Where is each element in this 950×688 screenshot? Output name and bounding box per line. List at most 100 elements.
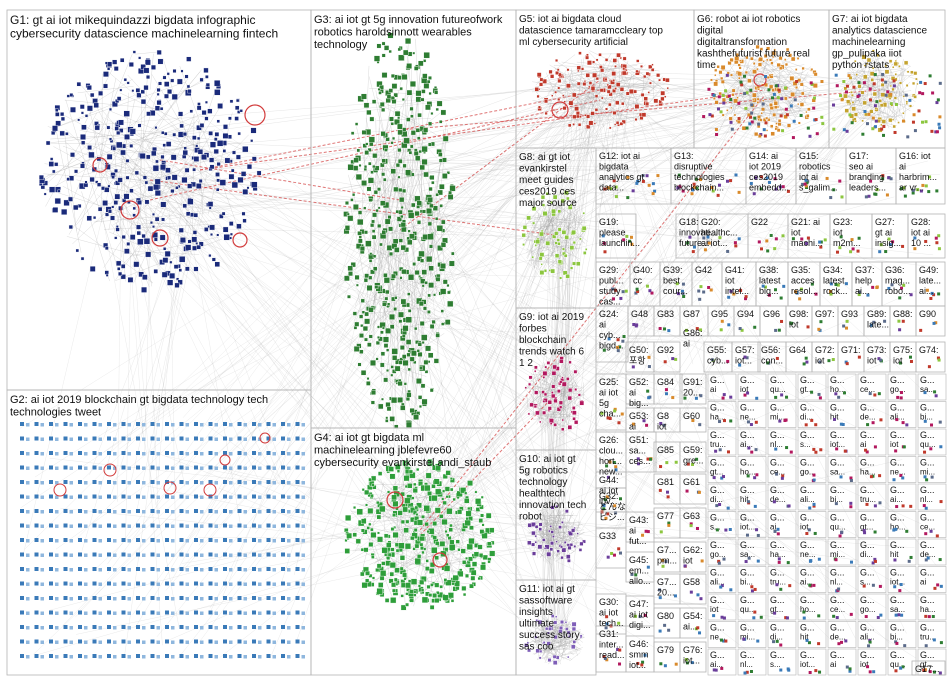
node bbox=[390, 373, 394, 377]
edge bbox=[49, 458, 415, 500]
group-label: gt... bbox=[860, 523, 873, 532]
node bbox=[287, 437, 291, 441]
edge bbox=[150, 53, 154, 90]
node bbox=[801, 66, 805, 70]
node bbox=[252, 422, 256, 426]
node bbox=[121, 436, 126, 441]
node bbox=[422, 127, 429, 133]
node bbox=[430, 111, 434, 115]
node bbox=[403, 577, 407, 581]
edge bbox=[548, 621, 550, 626]
small-group-cell: G...iot... bbox=[827, 428, 857, 456]
edge bbox=[129, 236, 219, 257]
edge bbox=[548, 230, 587, 268]
node bbox=[179, 123, 184, 129]
node bbox=[555, 615, 558, 618]
node bbox=[733, 98, 738, 104]
node bbox=[258, 655, 262, 659]
node bbox=[252, 465, 256, 470]
node bbox=[371, 229, 376, 233]
node bbox=[377, 187, 381, 192]
node bbox=[923, 450, 927, 454]
edge bbox=[554, 248, 570, 403]
node bbox=[165, 581, 169, 586]
node bbox=[142, 640, 146, 644]
node bbox=[344, 225, 351, 231]
node bbox=[98, 423, 102, 427]
node bbox=[162, 75, 167, 80]
node bbox=[281, 436, 285, 441]
node bbox=[128, 62, 134, 67]
node bbox=[142, 510, 146, 514]
node bbox=[422, 234, 429, 240]
edge bbox=[875, 111, 888, 114]
node bbox=[55, 452, 59, 456]
node bbox=[608, 126, 612, 130]
node bbox=[556, 389, 561, 394]
node bbox=[200, 481, 204, 485]
node bbox=[786, 561, 790, 565]
node bbox=[407, 367, 411, 372]
group-label: G... bbox=[890, 650, 905, 660]
node bbox=[481, 523, 485, 527]
node bbox=[442, 594, 449, 601]
node bbox=[379, 242, 383, 247]
small-group-cell: G...iot... bbox=[797, 648, 827, 676]
node bbox=[165, 639, 169, 644]
node bbox=[606, 83, 609, 87]
node bbox=[159, 164, 166, 171]
edge bbox=[561, 634, 575, 656]
edge bbox=[384, 309, 552, 528]
small-group-cell: G...sa... bbox=[737, 538, 767, 566]
edge bbox=[572, 534, 583, 539]
node bbox=[868, 392, 872, 396]
node bbox=[469, 525, 474, 531]
group-label: G... bbox=[830, 485, 845, 495]
node bbox=[155, 159, 159, 164]
node bbox=[236, 223, 242, 229]
node bbox=[49, 625, 53, 629]
edge bbox=[528, 231, 557, 256]
node bbox=[189, 109, 194, 113]
group-label: ha... bbox=[770, 550, 786, 559]
node bbox=[393, 307, 398, 311]
node bbox=[873, 393, 877, 397]
node bbox=[439, 540, 446, 547]
node bbox=[773, 101, 778, 106]
node bbox=[389, 473, 396, 480]
node bbox=[889, 84, 892, 88]
edge bbox=[546, 388, 554, 639]
node bbox=[179, 451, 184, 455]
edge bbox=[104, 223, 218, 230]
edge bbox=[48, 142, 141, 146]
edge bbox=[62, 97, 580, 626]
node bbox=[371, 219, 375, 224]
node bbox=[805, 638, 809, 642]
edge bbox=[383, 74, 403, 157]
node bbox=[464, 498, 470, 504]
edge bbox=[759, 109, 802, 111]
edge bbox=[165, 539, 402, 642]
node bbox=[368, 198, 373, 202]
node bbox=[382, 302, 387, 307]
node bbox=[295, 509, 300, 513]
node bbox=[750, 589, 754, 593]
node bbox=[897, 613, 901, 617]
node bbox=[370, 269, 375, 275]
node bbox=[150, 64, 156, 70]
small-group-cell: G...ne... bbox=[887, 456, 917, 483]
node bbox=[107, 436, 111, 441]
edge bbox=[121, 200, 649, 521]
node bbox=[142, 495, 146, 499]
edge bbox=[388, 82, 571, 508]
node bbox=[390, 365, 394, 369]
node bbox=[939, 500, 943, 504]
edge bbox=[542, 383, 553, 401]
edge bbox=[902, 75, 907, 81]
node bbox=[104, 246, 109, 251]
node bbox=[417, 112, 422, 118]
node bbox=[421, 398, 428, 405]
edge bbox=[635, 69, 670, 94]
edge bbox=[541, 521, 569, 536]
node bbox=[243, 481, 247, 485]
